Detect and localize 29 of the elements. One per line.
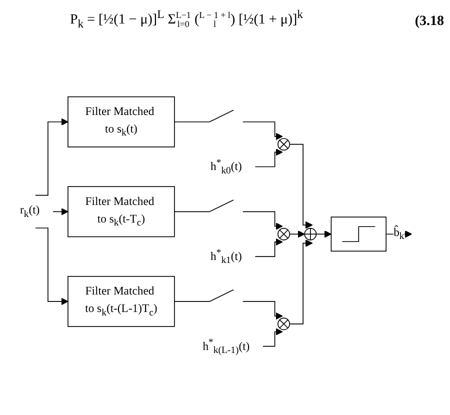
arrow	[316, 230, 332, 238]
arrow	[254, 148, 283, 168]
arrow	[52, 208, 68, 216]
connector	[174, 121, 210, 122]
node-text: h$^{*}$$_{k(L-1)}$(t)	[202, 336, 250, 356]
equation-number: (3.18	[414, 14, 444, 30]
arrow	[242, 301, 283, 320]
node-box: Filter Matched to s$_{k}$(t-T$_{c}$)	[68, 186, 175, 238]
arrow	[242, 211, 283, 230]
arrow	[242, 121, 283, 140]
node-switch	[209, 110, 234, 122]
node-switch	[209, 289, 234, 302]
arrow	[254, 238, 283, 257]
node-switch	[209, 200, 234, 212]
arrow	[262, 328, 283, 347]
arrow	[289, 144, 313, 229]
edge-label: b̂$_{k}$	[394, 226, 404, 242]
node-text: r$_{k}$(t)	[20, 204, 40, 220]
arrow	[35, 228, 68, 306]
node-text: h$^{*}$$_{k1}$(t)	[210, 247, 242, 266]
node-box: Filter Matched to s$_{k}$(t-(L-1)T$_{c}$)	[68, 276, 175, 327]
connector	[174, 211, 210, 212]
arrow	[35, 118, 68, 196]
connector	[174, 301, 210, 302]
arrow	[289, 230, 305, 238]
node-step-box	[330, 216, 387, 252]
node-text: h$^{*}$$_{k0}$(t)	[210, 157, 242, 176]
arrow	[289, 240, 313, 324]
node-box: Filter Matched to s$_{k}$(t)	[68, 96, 175, 148]
